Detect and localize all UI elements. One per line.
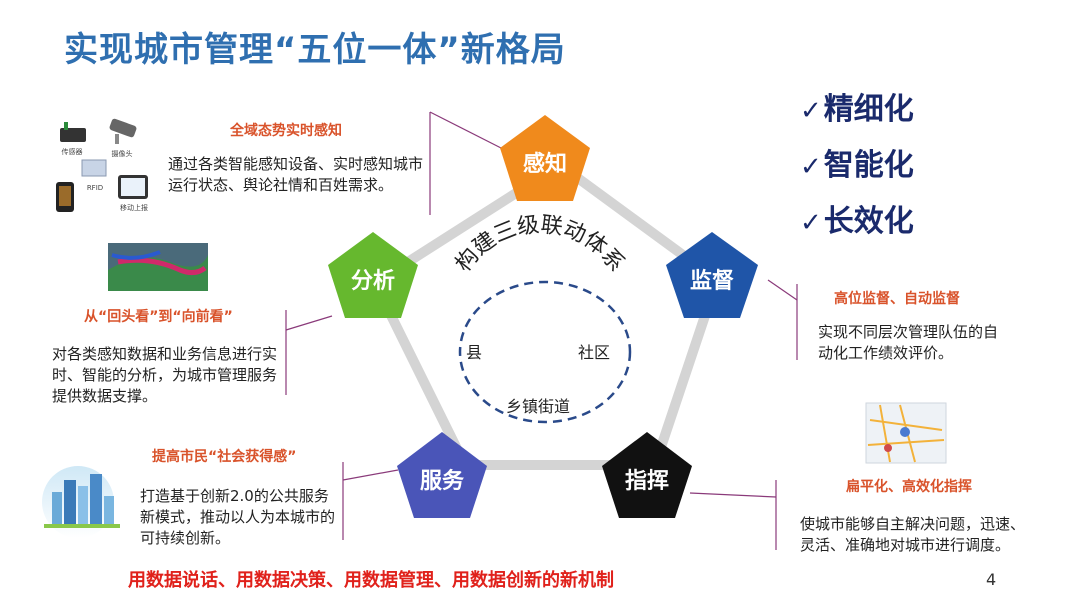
check-icon: ✓	[800, 152, 822, 182]
node-perceive: 感知	[500, 115, 590, 201]
node-analyze: 分析	[328, 232, 418, 318]
level-county: 县	[466, 343, 482, 362]
svg-text:RFID: RFID	[87, 184, 103, 192]
check-item-fine: ✓精细化	[800, 92, 914, 127]
sensor-icon: 传感器	[60, 122, 86, 156]
check-icon: ✓	[800, 96, 822, 126]
supervise-heading: 高位监督、自动监督	[834, 291, 960, 307]
node-command: 指挥	[602, 432, 692, 518]
camera-icon: 摄像头	[109, 118, 137, 158]
svg-text:监督: 监督	[690, 268, 734, 294]
perceive-heading: 全域态势实时感知	[230, 123, 342, 139]
service-text: 打造基于创新2.0的公共服务新模式，推动以人为本城市的可持续创新。	[140, 487, 336, 547]
page-number: 4	[986, 570, 997, 589]
svg-text:移动上报: 移动上报	[120, 203, 148, 212]
phone-icon	[56, 182, 74, 212]
command-text: 使城市能够自主解决问题，迅速、灵活、准确地对城市进行调度。	[800, 515, 1026, 554]
analysis-map-image	[108, 243, 208, 291]
svg-text:传感器: 传感器	[62, 147, 83, 156]
command-heading: 扁平化、高效化指挥	[846, 479, 972, 495]
tablet-icon: 移动上报	[118, 175, 148, 212]
city-skyline-image	[42, 466, 120, 538]
check-item-smart: ✓智能化	[800, 148, 914, 183]
node-service: 服务	[397, 432, 487, 518]
analyze-heading: 从“回头看”到“向前看”	[84, 309, 233, 325]
check-item-lasting: ✓长效化	[800, 204, 914, 239]
bottom-slogan: 用数据说话、用数据决策、用数据管理、用数据创新的新机制	[128, 570, 614, 591]
page-title: 实现城市管理“五位一体”新格局	[64, 30, 566, 70]
svg-text:分析: 分析	[351, 269, 395, 294]
svg-text:服务: 服务	[420, 469, 465, 494]
svg-text:感知: 感知	[523, 151, 567, 177]
levels-dashed-ring	[458, 280, 632, 424]
check-icon: ✓	[800, 208, 822, 238]
command-map-image	[865, 402, 947, 464]
pentagon-ring	[370, 160, 722, 470]
check-list: ✓精细化 ✓智能化 ✓长效化	[800, 88, 980, 256]
svg-text:摄像头: 摄像头	[112, 149, 133, 158]
rfid-icon: RFID	[81, 159, 107, 192]
level-township: 乡镇街道	[506, 397, 570, 416]
analyze-text: 对各类感知数据和业务信息进行实时、智能的分析，为城市管理服务提供数据支撑。	[52, 345, 278, 405]
svg-text:指挥: 指挥	[625, 468, 669, 494]
perceive-text: 通过各类智能感知设备、实时感知城市运行状态、舆论社情和百姓需求。	[168, 155, 424, 194]
supervise-text: 实现不同层次管理队伍的自动化工作绩效评价。	[818, 323, 999, 362]
node-supervise: 监督	[666, 232, 758, 318]
level-community: 社区	[578, 343, 610, 362]
connector-lines	[285, 111, 798, 550]
service-heading: 提高市民“社会获得感”	[152, 449, 297, 465]
